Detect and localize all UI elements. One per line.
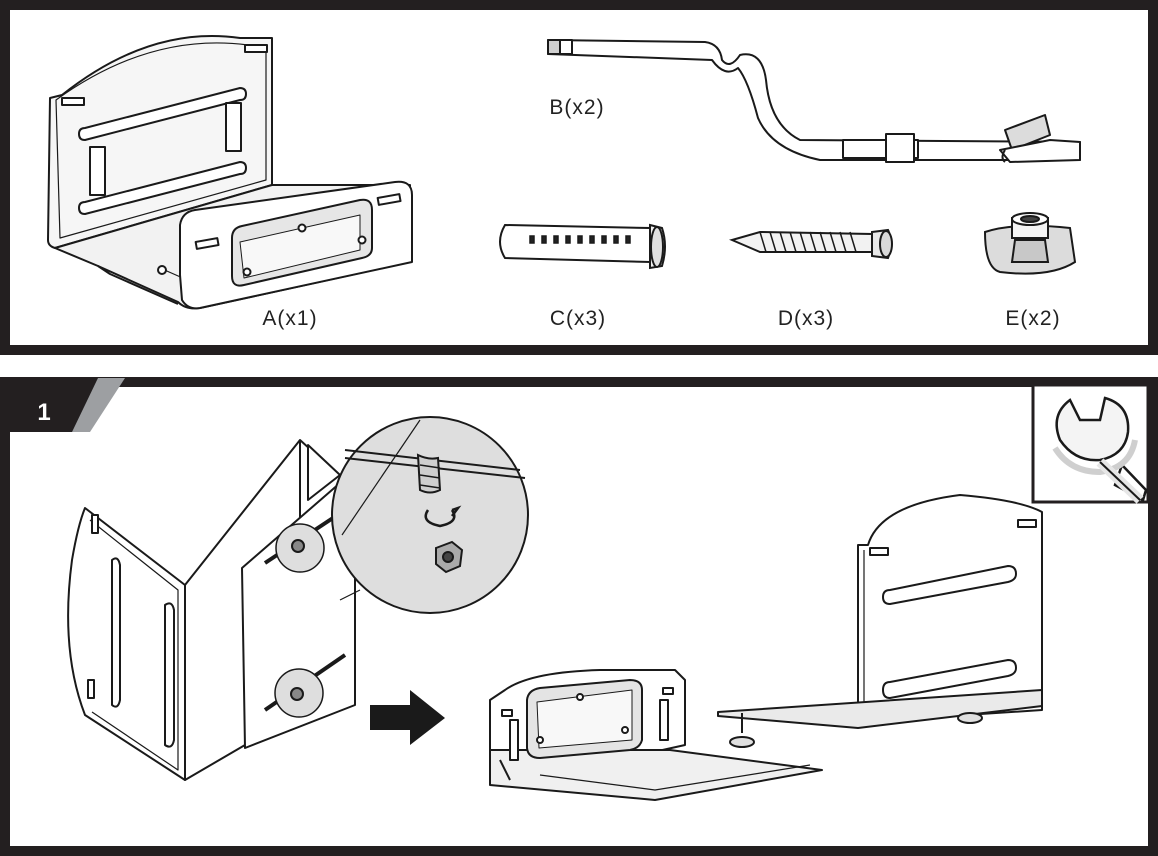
wood-screw-icon [729, 228, 893, 260]
separated-bracket [489, 494, 1043, 801]
part-label-d: D(x3) [778, 307, 834, 330]
part-label-e: E(x2) [1005, 307, 1060, 330]
part-label-a: A(x1) [262, 307, 317, 330]
step-number: 1 [37, 399, 50, 426]
rotate-icon [424, 505, 462, 528]
strap-icon [547, 39, 1081, 163]
bracket-icon [47, 35, 413, 310]
part-label-b: B(x2) [549, 96, 604, 119]
tool-box [1031, 383, 1150, 504]
anchor-ribs [529, 235, 631, 244]
knob-nut-icon [983, 212, 1077, 275]
hex-nut-icon [435, 540, 464, 574]
zoom-detail [331, 416, 529, 614]
wrench-icon [1052, 396, 1148, 504]
parts-panel: A(x1) B(x2) C(x3) D(x3) E(x2) [0, 0, 1158, 355]
step-tab [5, 378, 98, 432]
wall-anchor-icon [499, 223, 666, 270]
part-label-c: C(x3) [550, 307, 606, 330]
step-panel: 1 [0, 377, 1158, 856]
folded-bracket [67, 439, 356, 781]
arrow-right-icon [370, 690, 445, 745]
